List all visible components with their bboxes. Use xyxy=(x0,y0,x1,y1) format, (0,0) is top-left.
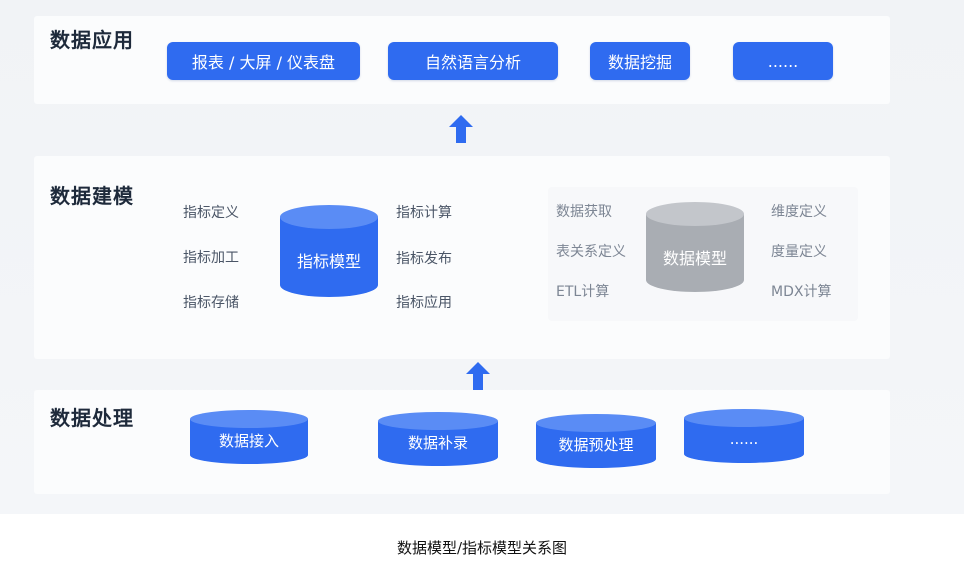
up-arrow-icon xyxy=(466,362,490,390)
data-model-right-item: 度量定义 xyxy=(771,244,827,260)
modeling-layer-title: 数据建模 xyxy=(50,184,134,208)
data-model-left-item: 表关系定义 xyxy=(556,244,626,260)
report-dashboard-button[interactable]: 报表 / 大屏 / 仪表盘 xyxy=(167,42,360,80)
data-model-right-item: 维度定义 xyxy=(771,204,827,220)
data-model-label: 数据模型 xyxy=(662,249,727,268)
data-supplement-store xyxy=(378,412,498,466)
data-model-left-item: ETL计算 xyxy=(556,284,610,300)
more-stores-label: ...... xyxy=(729,430,759,448)
metric-right-item: 指标计算 xyxy=(396,205,452,221)
data-model-right-item: MDX计算 xyxy=(771,284,832,300)
up-arrow-icon xyxy=(449,115,473,143)
data-ingest-store xyxy=(190,410,308,464)
metric-right-item: 指标应用 xyxy=(396,295,452,311)
data-model-left-item: 数据获取 xyxy=(556,204,612,220)
data-model-cylinder xyxy=(646,202,744,292)
data-ingest-label: 数据接入 xyxy=(218,431,279,450)
metric-right-item: 指标发布 xyxy=(396,251,452,267)
application-layer-title: 数据应用 xyxy=(50,28,134,52)
metric-left-item: 指标存储 xyxy=(183,295,239,311)
data-preprocess-label: 数据预处理 xyxy=(558,435,634,454)
more-stores-store xyxy=(684,409,804,463)
data-preprocess-store xyxy=(536,414,656,468)
data-mining-button[interactable]: 数据挖掘 xyxy=(590,42,690,80)
metric-model-cylinder xyxy=(280,205,378,297)
processing-layer-title: 数据处理 xyxy=(50,406,134,430)
metric-left-item: 指标定义 xyxy=(183,205,239,221)
metric-model-label: 指标模型 xyxy=(296,252,361,271)
metric-left-item: 指标加工 xyxy=(183,250,239,266)
data-supplement-label: 数据补录 xyxy=(407,433,468,452)
nl-analysis-button[interactable]: 自然语言分析 xyxy=(388,42,558,80)
diagram-canvas: 数据应用 报表 / 大屏 / 仪表盘 自然语言分析 数据挖掘 ...... 数据… xyxy=(0,0,964,514)
more-applications-button[interactable]: ...... xyxy=(733,42,833,80)
figure-caption: 数据模型/指标模型关系图 xyxy=(396,539,568,557)
